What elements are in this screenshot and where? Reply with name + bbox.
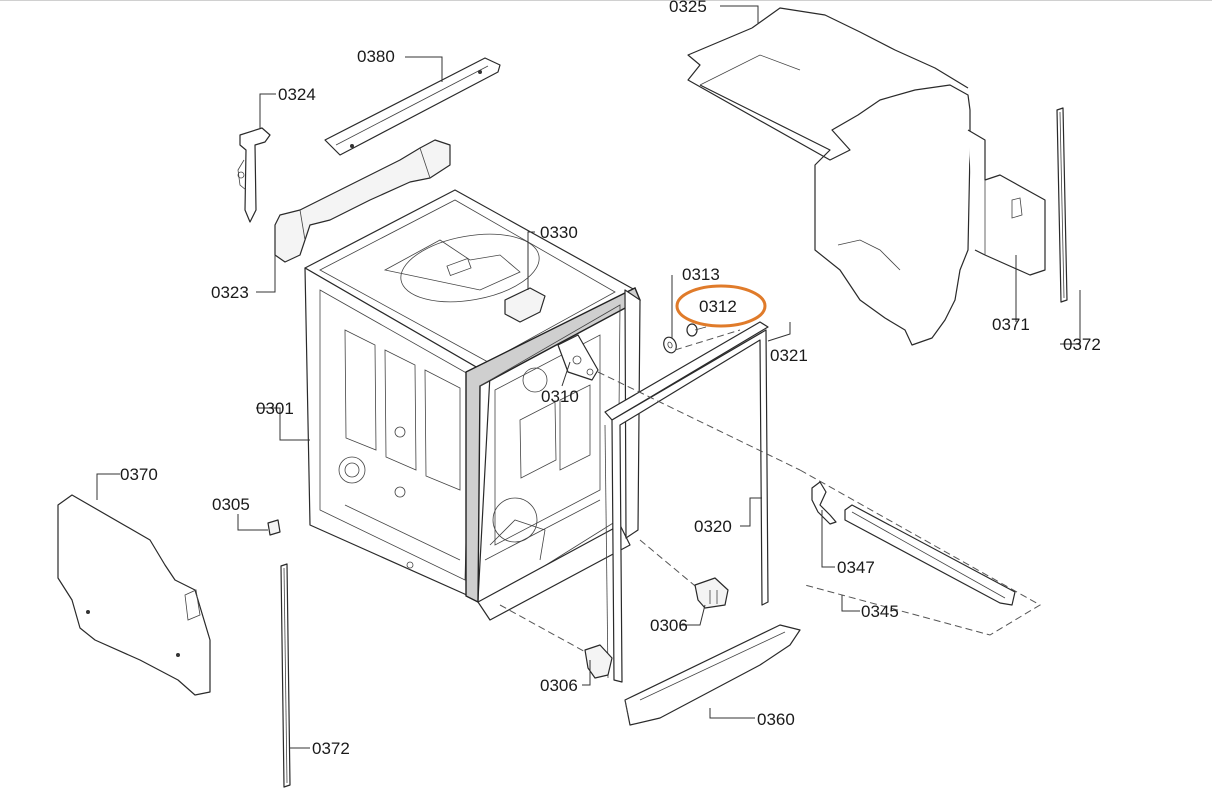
label-0324[interactable]: 0324 (278, 85, 316, 104)
part-0360-base (624, 624, 801, 726)
part-0323-support (274, 139, 451, 263)
label-0372-right[interactable]: 0372 (1063, 335, 1101, 354)
label-0345[interactable]: 0345 (861, 602, 899, 621)
part-0306-foot-right (694, 577, 729, 609)
label-0380[interactable]: 0380 (357, 47, 395, 66)
part-0372-trim-strip-left (280, 563, 291, 788)
label-0305[interactable]: 0305 (212, 495, 250, 514)
part-0312-screw (686, 323, 707, 337)
highlight-ring-0312 (675, 284, 767, 328)
label-0306-left[interactable]: 0306 (540, 676, 578, 695)
part-0306-foot-left (584, 644, 613, 679)
label-0313[interactable]: 0313 (682, 265, 720, 284)
label-0325[interactable]: 0325 (669, 0, 707, 16)
label-0371[interactable]: 0371 (992, 315, 1030, 334)
part-0305-clip (267, 519, 281, 536)
part-0325-insulation (687, 7, 971, 346)
part-0310-hinge (557, 334, 599, 381)
label-0372-left[interactable]: 0372 (312, 739, 350, 758)
label-0370[interactable]: 0370 (120, 465, 158, 484)
label-0301[interactable]: 0301 (256, 399, 294, 418)
assembly-guide-lines (499, 329, 1041, 661)
label-0306-right[interactable]: 0306 (650, 616, 688, 635)
part-0371-side-insulation (967, 129, 1046, 276)
part-labels: 0325 0380 0324 0330 0313 0312 0321 0323 … (120, 0, 1101, 758)
part-0321-rail (604, 321, 769, 421)
part-0301-tub (304, 189, 641, 621)
label-0312[interactable]: 0312 (699, 297, 737, 316)
part-0320-seal (604, 329, 769, 683)
part-0324-lever (237, 127, 271, 223)
label-0321[interactable]: 0321 (770, 346, 808, 365)
label-0330[interactable]: 0330 (540, 223, 578, 242)
part-0345-rail (844, 504, 1016, 606)
label-0323[interactable]: 0323 (211, 283, 249, 302)
part-0380-bracket (324, 57, 501, 156)
part-0347-clip (811, 481, 837, 525)
part-0370-side-panel (57, 494, 211, 696)
label-0310[interactable]: 0310 (541, 387, 579, 406)
label-0320[interactable]: 0320 (694, 517, 732, 536)
label-0360[interactable]: 0360 (757, 710, 795, 729)
label-0347[interactable]: 0347 (837, 558, 875, 577)
leader-lines (96, 5, 1081, 749)
part-0313-washer (663, 336, 677, 354)
part-0372-trim-strip-right (1056, 107, 1068, 303)
